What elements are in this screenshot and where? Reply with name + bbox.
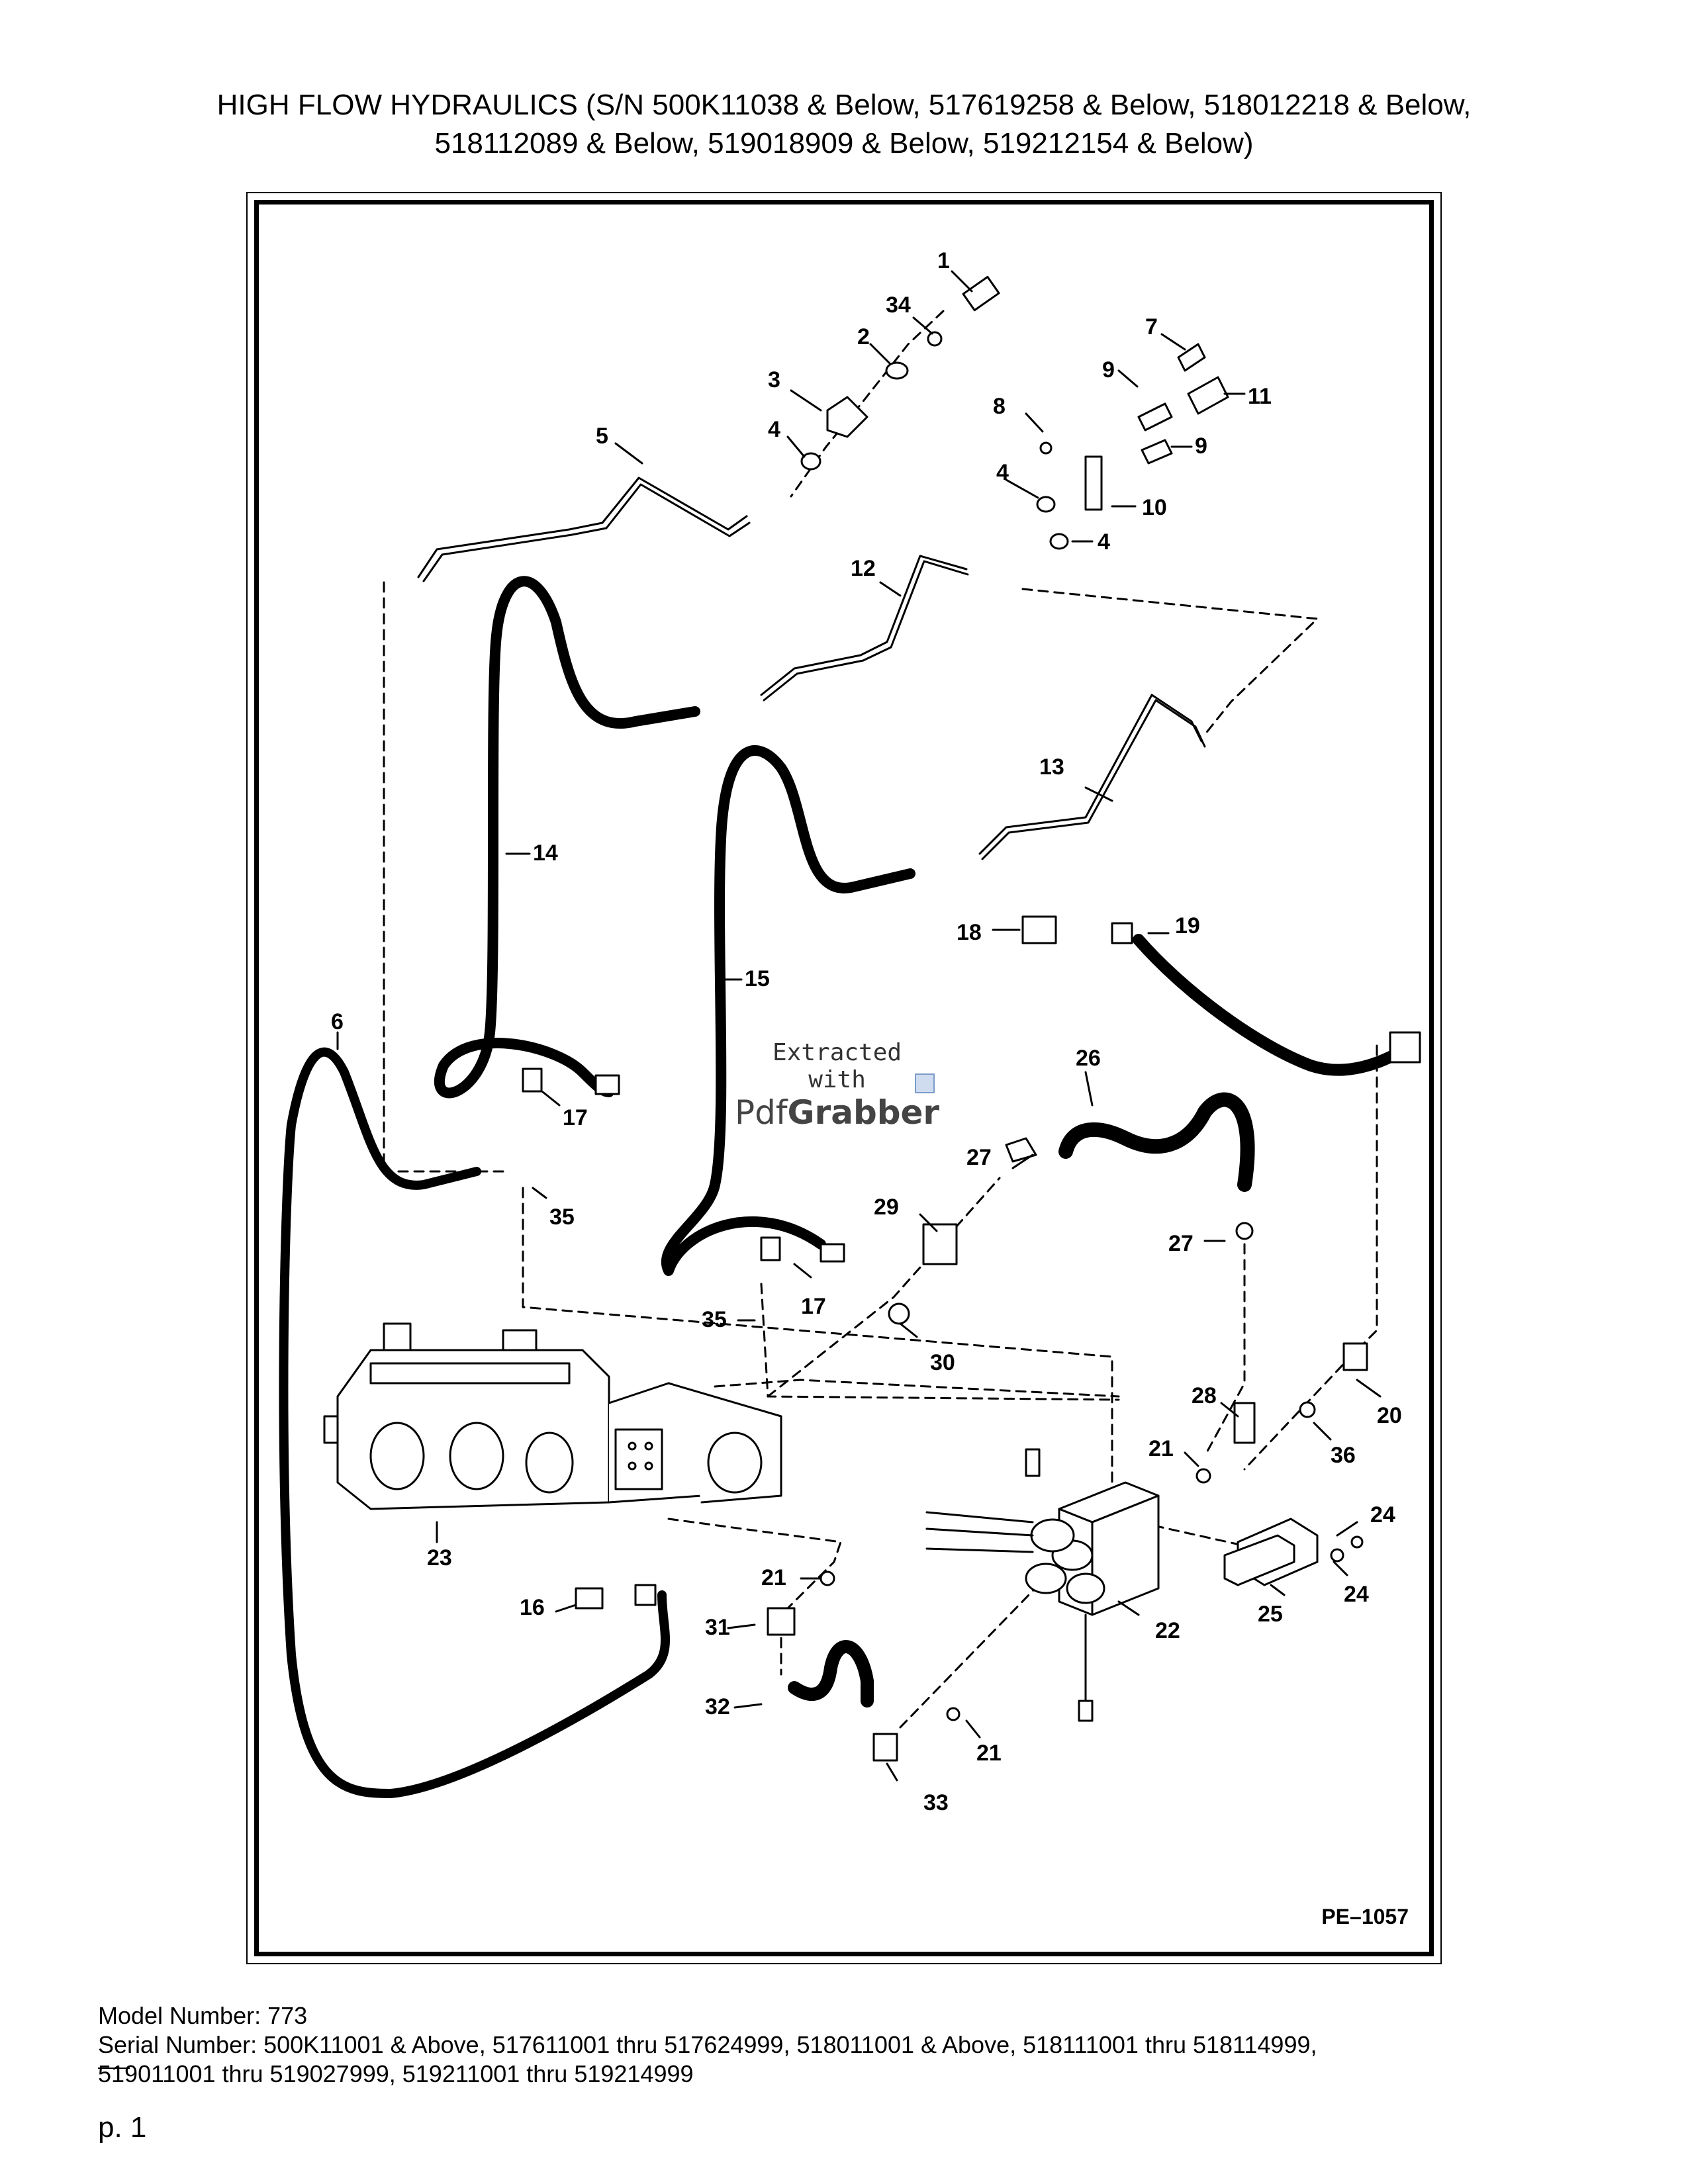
callout-21a: 21 bbox=[1149, 1436, 1174, 1461]
callout-14: 14 bbox=[533, 841, 558, 866]
callout-12: 12 bbox=[851, 556, 876, 581]
callout-32: 32 bbox=[705, 1694, 730, 1719]
hose-19 bbox=[1133, 934, 1416, 1076]
watermark-logo: PdfGrabber bbox=[735, 1093, 939, 1132]
callout-16: 16 bbox=[520, 1595, 545, 1620]
callout-26: 26 bbox=[1076, 1046, 1101, 1071]
callout-27b: 27 bbox=[1168, 1231, 1194, 1256]
watermark-line-2: with bbox=[808, 1066, 866, 1093]
hose-26 bbox=[1058, 1092, 1255, 1192]
callout-4b: 4 bbox=[996, 460, 1009, 485]
callout-15: 15 bbox=[745, 966, 770, 991]
callout-21b: 21 bbox=[761, 1565, 786, 1590]
pdfgrabber-icon bbox=[915, 1073, 935, 1093]
callout-6: 6 bbox=[331, 1009, 344, 1034]
footer-rule bbox=[98, 2068, 130, 2069]
serial-number-line-2: 519011001 thru 519027999, 519211001 thru… bbox=[98, 2060, 694, 2087]
title-line-2: 518112089 & Below, 519018909 & Below, 51… bbox=[434, 127, 1254, 159]
hose-32 bbox=[788, 1640, 874, 1707]
leader-lines bbox=[336, 270, 1382, 1782]
watermark: Extracted with PdfGrabber bbox=[735, 1039, 939, 1132]
callout-18: 18 bbox=[957, 920, 982, 945]
callout-20: 20 bbox=[1377, 1403, 1402, 1428]
callout-19: 19 bbox=[1175, 913, 1200, 938]
pump-23 bbox=[323, 1322, 782, 1510]
callout-27a: 27 bbox=[966, 1145, 992, 1170]
watermark-logo-a: Pdf bbox=[735, 1093, 788, 1132]
callout-labels: 1 34 2 3 4 5 7 9 11 8 9 4 10 4 12 13 14 … bbox=[331, 248, 1402, 1815]
callout-5: 5 bbox=[596, 424, 608, 449]
callout-9a: 9 bbox=[1102, 357, 1115, 383]
bracket-25 bbox=[1223, 1534, 1295, 1586]
callout-30: 30 bbox=[930, 1350, 955, 1375]
callout-22: 22 bbox=[1155, 1618, 1180, 1643]
callout-10: 10 bbox=[1142, 495, 1167, 520]
tube-13 bbox=[978, 694, 1206, 860]
callout-25: 25 bbox=[1258, 1602, 1283, 1627]
callout-9b: 9 bbox=[1195, 433, 1207, 459]
hose-15 bbox=[661, 745, 915, 1276]
page-title: HIGH FLOW HYDRAULICS (S/N 500K11038 & Be… bbox=[0, 86, 1688, 163]
watermark-logo-b: Grabber bbox=[787, 1093, 940, 1132]
serial-number-line-1: Serial Number: 500K11001 & Above, 517611… bbox=[98, 2031, 1317, 2058]
callout-11: 8 bbox=[993, 394, 1006, 419]
tube-12 bbox=[760, 555, 969, 702]
callout-3: 3 bbox=[768, 367, 780, 392]
diagram-frame bbox=[254, 200, 1434, 1956]
callout-4a: 4 bbox=[768, 417, 780, 442]
hose-14 bbox=[434, 576, 700, 1099]
callout-13: 13 bbox=[1039, 754, 1064, 780]
valve-22 bbox=[925, 1448, 1160, 1722]
callout-36: 36 bbox=[1331, 1443, 1356, 1468]
title-line-1: HIGH FLOW HYDRAULICS (S/N 500K11038 & Be… bbox=[216, 89, 1472, 121]
callout-7: 7 bbox=[1145, 314, 1158, 340]
footer: Model Number: 773 Serial Number: 500K110… bbox=[98, 2001, 1317, 2089]
page-number: p. 1 bbox=[98, 2111, 147, 2144]
callout-24a: 24 bbox=[1370, 1502, 1395, 1527]
callout-1: 1 bbox=[937, 248, 950, 273]
callout-17a: 17 bbox=[563, 1105, 588, 1130]
callout-17b: 17 bbox=[801, 1294, 826, 1319]
callout-33: 33 bbox=[923, 1790, 949, 1815]
diagram-reference-code: PE–1057 bbox=[1321, 1905, 1409, 1929]
hose-6 bbox=[279, 1047, 670, 1798]
callout-35a: 35 bbox=[549, 1205, 575, 1230]
fittings bbox=[522, 275, 1421, 1762]
callout-21c: 21 bbox=[976, 1741, 1002, 1766]
callout-35b: 35 bbox=[702, 1307, 727, 1332]
tube-5 bbox=[417, 477, 751, 582]
callout-31: 31 bbox=[705, 1615, 730, 1640]
callout-2: 2 bbox=[857, 324, 870, 349]
callout-23: 23 bbox=[427, 1545, 452, 1570]
model-number: Model Number: 773 bbox=[98, 2002, 308, 2029]
callout-29: 29 bbox=[874, 1195, 899, 1220]
callout-4c: 4 bbox=[1098, 529, 1110, 555]
callout-34: 34 bbox=[886, 293, 911, 318]
callout-24b: 24 bbox=[1344, 1582, 1369, 1607]
diagram-frame-outer bbox=[246, 192, 1442, 1964]
watermark-line-1: Extracted bbox=[773, 1039, 902, 1066]
callout-28: 28 bbox=[1192, 1383, 1217, 1408]
callout-8: 11 bbox=[1248, 384, 1272, 409]
